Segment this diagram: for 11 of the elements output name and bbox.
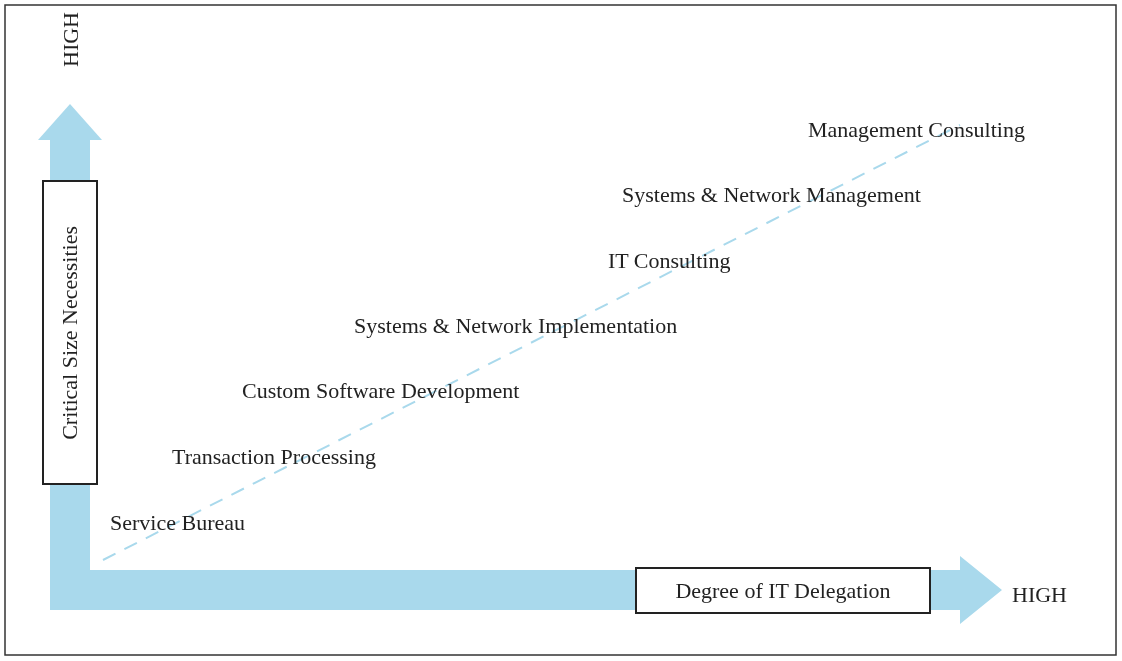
service-label: Systems & Network Management bbox=[622, 182, 921, 208]
axis-title-box: Degree of IT Delegation bbox=[635, 567, 931, 614]
axis-title-box: Critical Size Necessities bbox=[42, 180, 98, 485]
service-label: IT Consulting bbox=[608, 248, 731, 274]
service-label: Systems & Network Implementation bbox=[354, 313, 678, 339]
axis-end-label: HIGH bbox=[1012, 582, 1067, 608]
service-label: Service Bureau bbox=[110, 510, 245, 536]
service-label: Transaction Processing bbox=[172, 444, 376, 470]
service-label: Custom Software Development bbox=[242, 378, 520, 404]
service-label: Management Consulting bbox=[808, 117, 1025, 143]
axis-end-label: HIGH bbox=[58, 12, 84, 67]
